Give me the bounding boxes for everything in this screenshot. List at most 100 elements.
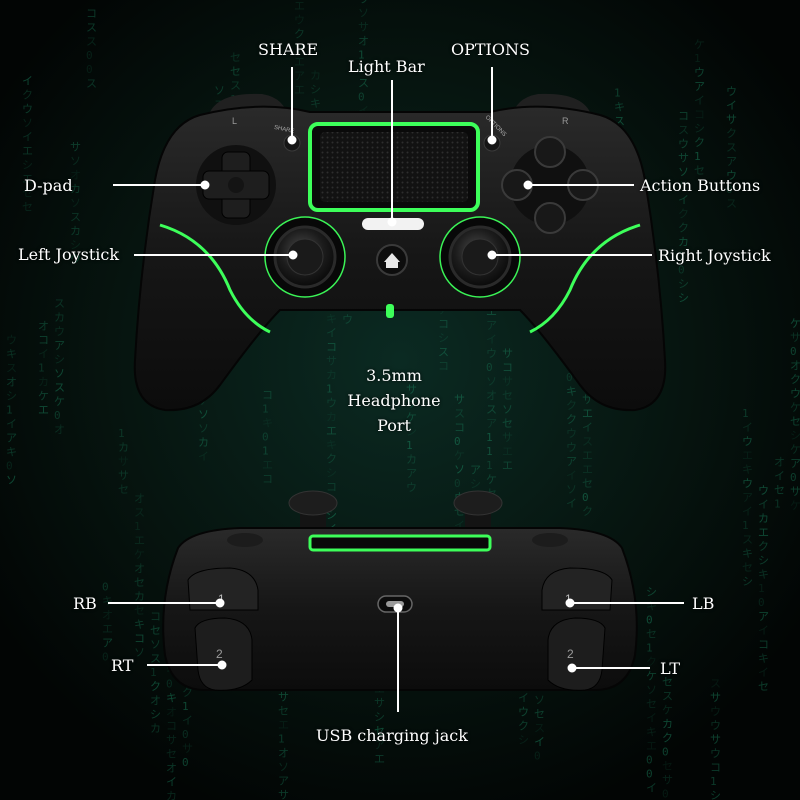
matrix-glyph: ス xyxy=(726,197,737,210)
matrix-glyph: 1 xyxy=(38,361,45,374)
matrix-glyph: オ xyxy=(790,359,800,372)
matrix-glyph: エ xyxy=(742,449,753,462)
matrix-glyph: ソ xyxy=(502,403,513,416)
matrix-glyph: イ xyxy=(326,326,337,339)
matrix-glyph: エ xyxy=(134,534,145,547)
matrix-glyph: 1 xyxy=(6,403,13,416)
matrix-glyph: イ xyxy=(774,470,785,483)
matrix-glyph: キ xyxy=(326,438,337,451)
matrix-glyph: セ xyxy=(230,51,241,64)
matrix-glyph: セ xyxy=(150,624,161,637)
matrix-glyph: エ xyxy=(374,752,385,765)
matrix-glyph: エ xyxy=(22,173,33,186)
matrix-glyph: オ xyxy=(774,456,785,469)
matrix-glyph: サ xyxy=(678,180,689,193)
matrix-glyph: ア xyxy=(742,491,753,504)
left-grip-accent xyxy=(159,223,271,334)
matrix-glyph: カ xyxy=(38,375,49,388)
matrix-glyph: セ xyxy=(134,576,145,589)
matrix-glyph: 0 xyxy=(662,745,669,758)
matrix-glyph: ソ xyxy=(294,41,305,54)
matrix-glyph: サ xyxy=(374,696,385,709)
matrix-glyph: オ xyxy=(54,423,65,436)
matrix-glyph: ウ xyxy=(54,325,65,338)
matrix-glyph: キ xyxy=(566,385,577,398)
matrix-glyph: ア xyxy=(374,738,385,751)
matrix-glyph: カ xyxy=(118,441,129,454)
matrix-glyph: 0 xyxy=(790,345,797,358)
matrix-glyph: 0 xyxy=(454,477,461,490)
label-action-buttons: Action Buttons xyxy=(640,176,761,195)
matrix-glyph: イ xyxy=(646,781,657,794)
matrix-glyph: キ xyxy=(758,652,769,665)
matrix-glyph: 0 xyxy=(54,409,61,422)
matrix-glyph: サ xyxy=(662,773,673,786)
matrix-glyph: ク xyxy=(518,720,529,733)
matrix-glyph: キ xyxy=(646,599,657,612)
matrix-glyph: エ xyxy=(278,719,289,732)
matrix-glyph: シ xyxy=(6,389,17,402)
matrix-glyph: ソ xyxy=(358,7,369,20)
matrix-glyph: セ xyxy=(646,697,657,710)
label-usb-charging-jack: USB charging jack xyxy=(316,726,468,745)
matrix-glyph: 0 xyxy=(646,613,653,626)
matrix-glyph: セ xyxy=(582,477,593,490)
matrix-glyph: ク xyxy=(662,731,673,744)
matrix-glyph: ケ xyxy=(790,443,800,456)
matrix-glyph: エ xyxy=(502,459,513,472)
matrix-glyph: ア xyxy=(790,457,800,470)
matrix-glyph: ケ xyxy=(454,449,465,462)
matrix-glyph: オ xyxy=(38,319,49,332)
matrix-glyph: エ xyxy=(582,449,593,462)
matrix-glyph: キ xyxy=(742,547,753,560)
matrix-glyph: ア xyxy=(726,155,737,168)
matrix-glyph: 1 xyxy=(134,520,141,533)
matrix-glyph: ク xyxy=(294,27,305,40)
matrix-glyph: ス xyxy=(70,211,81,224)
matrix-glyph: イ xyxy=(6,417,17,430)
matrix-glyph: ク xyxy=(566,399,577,412)
label-headphone-line3: Port xyxy=(377,416,411,435)
matrix-glyph: ソ xyxy=(678,166,689,179)
back-dpad-edge xyxy=(227,533,263,547)
matrix-glyph: ス xyxy=(54,297,65,310)
matrix-glyph: オ xyxy=(134,562,145,575)
dpad xyxy=(196,145,276,225)
matrix-glyph: コ xyxy=(262,389,273,402)
matrix-glyph: セ xyxy=(774,484,785,497)
matrix-glyph: オ xyxy=(70,169,81,182)
matrix-glyph: ス xyxy=(486,403,497,416)
matrix-glyph: シ xyxy=(678,278,689,291)
matrix-glyph: ウ xyxy=(710,747,721,760)
matrix-glyph: サ xyxy=(502,431,513,444)
matrix-glyph: 1 xyxy=(358,49,365,62)
matrix-glyph: ス xyxy=(438,345,449,358)
matrix-glyph: ウ xyxy=(566,441,577,454)
matrix-glyph: オ xyxy=(278,747,289,760)
matrix-glyph: コ xyxy=(262,473,273,486)
matrix-glyph: キ xyxy=(646,725,657,738)
matrix-glyph: エ xyxy=(294,0,305,12)
matrix-glyph: サ xyxy=(166,734,177,747)
matrix-glyph: コ xyxy=(758,638,769,651)
matrix-glyph: ウ xyxy=(358,0,369,6)
matrix-glyph: ス xyxy=(86,77,97,90)
matrix-glyph: コ xyxy=(166,720,177,733)
matrix-glyph: イ xyxy=(678,194,689,207)
matrix-glyph: シ xyxy=(470,478,481,491)
matrix-glyph: カ xyxy=(758,512,769,525)
label-light-bar: Light Bar xyxy=(348,57,425,76)
matrix-glyph: エ xyxy=(502,445,513,458)
matrix-glyph: ア xyxy=(486,417,497,430)
matrix-glyph: ケ xyxy=(646,669,657,682)
matrix-glyph: オ xyxy=(134,492,145,505)
matrix-glyph: ウ xyxy=(710,719,721,732)
matrix-glyph: ス xyxy=(742,533,753,546)
matrix-glyph: ク xyxy=(678,208,689,221)
label-lt: LT xyxy=(660,659,680,678)
matrix-glyph: ス xyxy=(86,21,97,34)
matrix-glyph: セ xyxy=(502,389,513,402)
matrix-glyph: エ xyxy=(582,407,593,420)
matrix-glyph: イ xyxy=(758,624,769,637)
